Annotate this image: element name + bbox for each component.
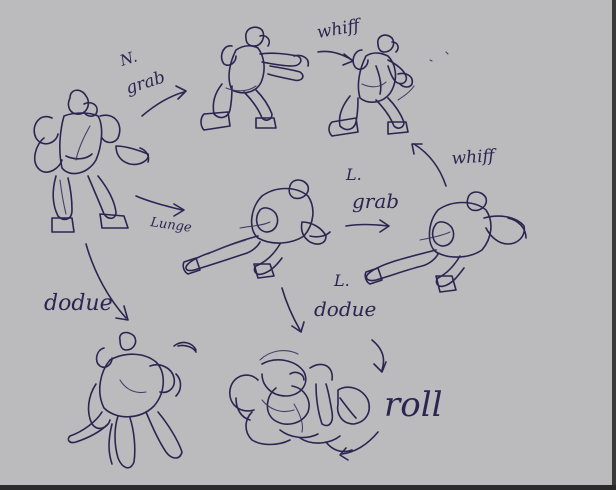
figure-lunge bbox=[182, 179, 331, 279]
svg-text:L.: L. bbox=[345, 165, 362, 184]
arrow-to-dodge bbox=[85, 243, 129, 321]
arrow-to-lunge bbox=[135, 195, 185, 217]
arrow-to-light-grab bbox=[345, 219, 390, 233]
label-l-grab: L. grab bbox=[345, 165, 399, 213]
window-frame-bottom bbox=[0, 485, 616, 490]
arrow-to-neutral-grab bbox=[141, 85, 187, 117]
label-whiff-top: whiff bbox=[315, 15, 364, 43]
label-lunge: Lunge bbox=[148, 215, 192, 236]
dodge-motion-arc bbox=[173, 341, 197, 351]
arrow-to-whiff-top bbox=[317, 50, 354, 66]
figure-neutral-grab bbox=[200, 26, 310, 131]
arrow-to-whiff-right bbox=[411, 143, 447, 187]
label-dodge: dodue bbox=[44, 291, 113, 316]
roll-motion-arrow-right bbox=[371, 339, 387, 373]
figure-whiff bbox=[328, 34, 415, 137]
svg-text:dodue: dodue bbox=[314, 297, 376, 321]
figure-roll bbox=[229, 350, 370, 453]
svg-text:grab: grab bbox=[352, 189, 399, 213]
svg-text:N.: N. bbox=[117, 47, 140, 70]
label-roll: roll bbox=[384, 385, 442, 425]
svg-text:L.: L. bbox=[333, 271, 350, 290]
label-whiff-right: whiff bbox=[451, 146, 498, 169]
arrow-to-roll bbox=[281, 287, 305, 333]
figure-dodge bbox=[67, 331, 197, 469]
svg-text:grab: grab bbox=[123, 67, 167, 98]
figure-light-grab bbox=[364, 191, 527, 293]
roll-motion-arrow-bottom bbox=[339, 431, 379, 461]
figure-idle-stance bbox=[33, 89, 150, 233]
stray-mark bbox=[429, 59, 433, 62]
label-l-dodge: L. dodue bbox=[314, 271, 376, 321]
stray-mark bbox=[445, 51, 449, 55]
label-n-grab: N. grab bbox=[117, 47, 168, 98]
window-frame-right bbox=[612, 0, 616, 490]
